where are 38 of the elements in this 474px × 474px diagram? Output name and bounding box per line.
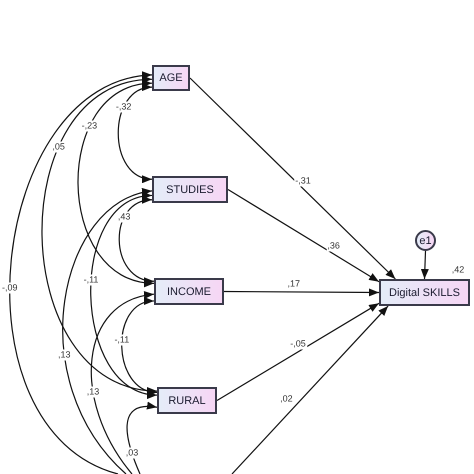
r-squared-label: ,42	[450, 264, 466, 276]
arrow	[126, 402, 158, 474]
variable-box: RURAL	[157, 387, 217, 414]
error-circle: e1	[415, 230, 436, 251]
arrow	[10, 73, 152, 474]
variable-box: STUDIES	[152, 176, 228, 203]
arrow	[118, 197, 154, 284]
arrow	[232, 306, 389, 474]
arrow	[62, 190, 152, 474]
arrow	[121, 298, 158, 395]
edge-label: ,02	[279, 393, 294, 404]
edge-label: -,23	[80, 120, 98, 132]
variable-box: INCOME	[154, 278, 224, 305]
arrow	[41, 77, 158, 394]
edge-label: ,13	[57, 349, 72, 360]
edge-label: ,03	[124, 448, 140, 459]
arrow	[90, 194, 158, 398]
edge-label: ,36	[326, 240, 341, 252]
edge-label: -,05	[289, 338, 307, 350]
arrow	[190, 78, 396, 280]
edge-label: -,31	[294, 175, 312, 186]
edge-label: -,09	[0, 282, 18, 294]
edge-label: -,11	[82, 274, 100, 286]
edge-label: -,11	[113, 334, 130, 346]
edge-label: ,05	[51, 141, 66, 152]
variable-box: Digital SKILLS	[379, 279, 470, 306]
arrow	[216, 302, 380, 402]
variable-box: AGE	[152, 65, 190, 91]
edge-label: ,13	[86, 386, 100, 398]
edge-label: ,17	[286, 278, 301, 290]
arrow	[90, 292, 154, 474]
arrow	[118, 84, 152, 182]
arrow	[224, 288, 379, 296]
edge-label: -,32	[114, 102, 132, 112]
arrow	[228, 188, 380, 282]
edge-label: ,43	[116, 212, 132, 223]
arrow	[420, 250, 429, 280]
arrow	[77, 80, 154, 286]
